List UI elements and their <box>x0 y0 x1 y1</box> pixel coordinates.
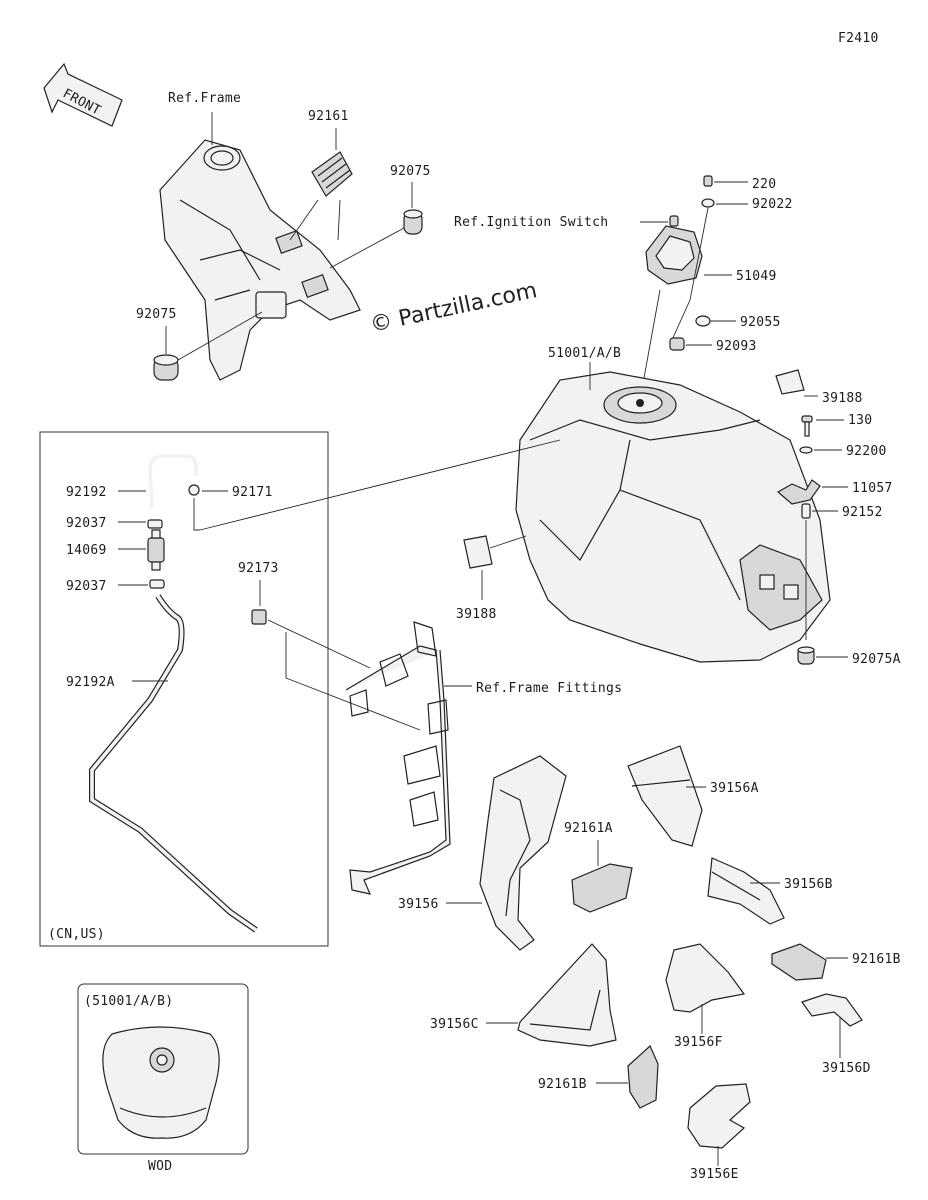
label-92173: 92173 <box>238 561 279 576</box>
label-92192: 92192 <box>66 485 107 500</box>
label-92192A: 92192A <box>66 675 115 690</box>
label-39156F: 39156F <box>674 1035 723 1050</box>
label-92161B-bottom: 92161B <box>538 1077 587 1092</box>
clamp-92173 <box>251 609 267 625</box>
cover-39156E <box>687 1083 751 1149</box>
label-220: 220 <box>752 177 776 192</box>
tank-top-view <box>102 1026 220 1139</box>
label-92200: 92200 <box>846 444 887 459</box>
washer-92022 <box>701 198 715 208</box>
label-92161A: 92161A <box>564 821 613 836</box>
label-130: 130 <box>848 413 872 428</box>
label-39188-right: 39188 <box>822 391 863 406</box>
label-92037-top: 92037 <box>66 516 107 531</box>
bolt-220 <box>703 175 713 187</box>
label-92055: 92055 <box>740 315 781 330</box>
nut-92093 <box>669 337 685 351</box>
label-39156B: 39156B <box>784 877 833 892</box>
watermark: © Partzilla.com <box>368 278 539 338</box>
pad-92161A <box>571 863 633 913</box>
label-92161B-right: 92161B <box>852 952 901 967</box>
label-39156A: 39156A <box>710 781 759 796</box>
bracket-11057 <box>776 479 821 505</box>
label-39156C: 39156C <box>430 1017 479 1032</box>
clamp-92037-bottom <box>149 579 165 589</box>
damper-92075A <box>797 646 815 665</box>
label-92093: 92093 <box>716 339 757 354</box>
ref-ignition-label: Ref.Ignition Switch <box>454 215 608 230</box>
inset-tank-caption: WOD <box>148 1159 172 1174</box>
label-51001: 51001/A/B <box>548 346 621 361</box>
label-92022: 92022 <box>752 197 793 212</box>
label-92161: 92161 <box>308 109 349 124</box>
label-92075-top: 92075 <box>390 164 431 179</box>
damper-92075-left <box>153 354 179 381</box>
inset-tank-box <box>77 983 249 1155</box>
pad-92161 <box>311 151 353 197</box>
frame-illustration <box>159 139 361 381</box>
clip-92171 <box>188 484 200 496</box>
sticker-39188-right <box>775 369 805 395</box>
filter-14069 <box>147 529 165 571</box>
pad-92161B-bottom <box>627 1044 659 1109</box>
label-92037-bottom: 92037 <box>66 579 107 594</box>
collar-92152 <box>801 503 811 519</box>
label-39156: 39156 <box>398 897 439 912</box>
fuel-tank-51001 <box>515 371 831 663</box>
sticker-39188-left <box>463 535 493 569</box>
label-92075A: 92075A <box>852 652 901 667</box>
frame-fittings-bracket <box>345 621 451 895</box>
damper-92075-top <box>403 209 423 235</box>
pad-92161B-right <box>771 943 827 981</box>
diagram-code: F2410 <box>838 31 879 46</box>
label-14069: 14069 <box>66 543 107 558</box>
label-92152: 92152 <box>842 505 883 520</box>
cover-39156D <box>801 993 863 1027</box>
label-92075-left: 92075 <box>136 307 177 322</box>
front-arrow-icon: FRONT <box>43 62 123 127</box>
label-51049: 51049 <box>736 269 777 284</box>
cover-39156B <box>707 857 785 925</box>
label-39188-left: 39188 <box>456 607 497 622</box>
cover-39156 <box>479 755 567 951</box>
cover-39156A <box>627 745 703 847</box>
label-92171: 92171 <box>232 485 273 500</box>
clamp-92037-top <box>147 519 163 529</box>
inset-tank-label: (51001/A/B) <box>84 994 173 1009</box>
cover-39156C <box>517 943 617 1047</box>
label-11057: 11057 <box>852 481 893 496</box>
cover-39156F <box>665 943 746 1013</box>
washer-92200 <box>799 446 813 454</box>
screw-ignition <box>669 215 679 227</box>
label-39156D: 39156D <box>822 1061 871 1076</box>
seal-92055 <box>695 315 711 327</box>
ref-frame-label: Ref.Frame <box>168 91 241 106</box>
bolt-130 <box>801 415 813 437</box>
label-39156E: 39156E <box>690 1167 739 1182</box>
ref-frame-fittings-label: Ref.Frame Fittings <box>476 681 622 696</box>
inset-cn-us-box <box>39 431 329 947</box>
cap-51049 <box>645 225 703 285</box>
inset-cn-us-label: (CN,US) <box>48 927 105 942</box>
